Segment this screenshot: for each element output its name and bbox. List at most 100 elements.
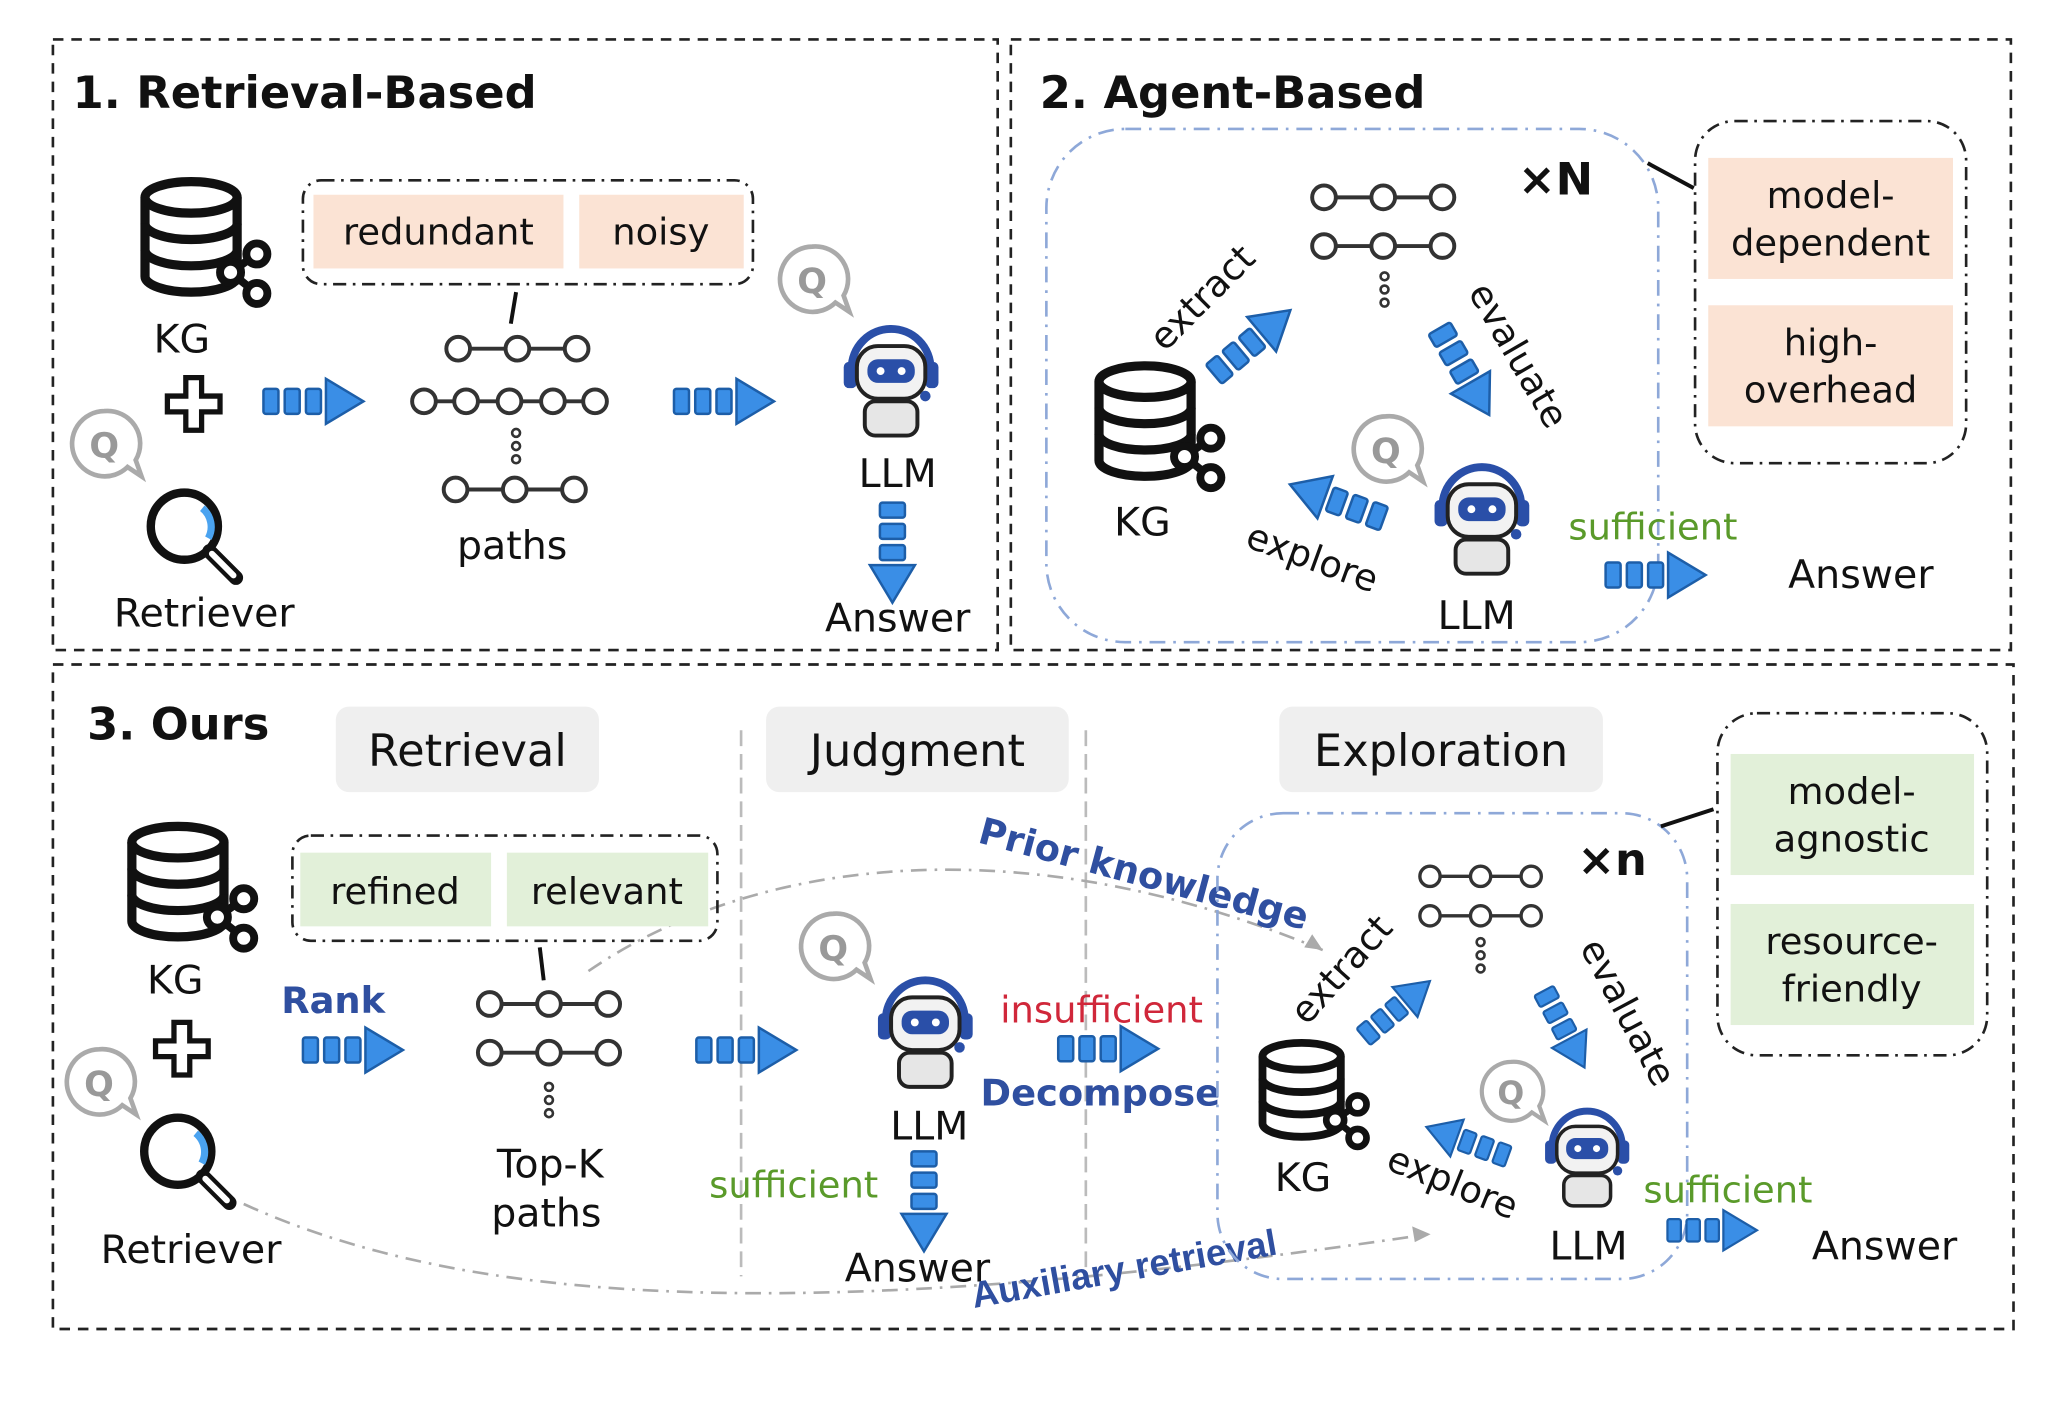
tag-label: friendly xyxy=(1782,967,1922,1010)
path-chain xyxy=(441,475,588,504)
connector-line xyxy=(508,291,519,325)
tag-label: overhead xyxy=(1744,369,1917,412)
repeat-label: ×N xyxy=(1518,153,1593,206)
tag-label: redundant xyxy=(343,211,534,254)
question-bubble-icon xyxy=(67,1049,136,1114)
path-chain xyxy=(1417,864,1544,889)
arrow-right-icon xyxy=(301,1025,405,1075)
llm-robot-icon xyxy=(1435,467,1530,574)
panel-title: 2. Agent-Based xyxy=(1040,66,1426,119)
retriever-label: Retriever xyxy=(114,590,296,636)
stage-retrieval xyxy=(335,706,599,793)
question-bubble-icon xyxy=(1354,416,1423,481)
llm-robot-icon xyxy=(878,980,973,1087)
tag-refined xyxy=(300,852,492,927)
tag-label: model- xyxy=(1788,770,1916,813)
prior-knowledge-curve xyxy=(587,868,1324,973)
path-chain xyxy=(1310,232,1457,260)
rank-label: Rank xyxy=(281,979,386,1022)
kg-database-icon xyxy=(145,182,267,304)
tag-label: model- xyxy=(1767,174,1895,217)
tag-label: dependent xyxy=(1731,221,1930,264)
path-chain xyxy=(475,1038,623,1067)
llm-label: LLM xyxy=(859,451,937,497)
ellipsis-dots xyxy=(543,1081,555,1119)
tag-label: high- xyxy=(1784,321,1878,364)
answer-label: Answer xyxy=(825,596,971,642)
question-bubble-icon xyxy=(72,411,141,476)
repeat-label: ×n xyxy=(1578,833,1647,886)
tag-label: resource- xyxy=(1765,920,1938,963)
arrow-evaluate-icon xyxy=(1525,980,1603,1078)
tag-box xyxy=(1716,711,1989,1057)
curve-arrowhead xyxy=(1412,1226,1431,1243)
arrow-right-icon xyxy=(262,377,365,426)
evaluate-label: evaluate xyxy=(1460,275,1577,435)
stage-label: Retrieval xyxy=(368,724,567,777)
tag-label: refined xyxy=(330,870,460,913)
ellipsis-dots xyxy=(510,427,522,465)
decompose-label: Decompose xyxy=(981,1071,1221,1114)
kg-label: KG xyxy=(147,957,203,1003)
kg-label: KG xyxy=(1114,500,1170,546)
llm-label: LLM xyxy=(1549,1223,1627,1269)
topk-label: paths xyxy=(491,1190,601,1236)
tag-label: noisy xyxy=(612,211,709,254)
retriever-label: Retriever xyxy=(101,1227,283,1273)
stage-judgment xyxy=(766,706,1069,793)
kg-database-icon xyxy=(1262,1043,1366,1147)
question-bubble-icon xyxy=(780,246,849,311)
arrow-down-icon xyxy=(868,501,917,604)
panel-title: 1. Retrieval-Based xyxy=(73,66,537,119)
answer-label: Answer xyxy=(1812,1223,1958,1269)
sufficient-label: sufficient xyxy=(1643,1169,1812,1212)
arrow-down-icon xyxy=(900,1150,948,1253)
tag-relevant xyxy=(506,852,709,927)
explore-label: explore xyxy=(1241,514,1384,601)
retriever-magnifier-icon xyxy=(151,493,236,578)
answer-label: Answer xyxy=(845,1246,991,1292)
tag-high-overhead xyxy=(1708,305,1953,427)
panel-ours: 3. Ours Retrieval Judgment Exploration K… xyxy=(51,663,2015,1331)
topk-label: Top-K xyxy=(496,1142,605,1188)
ellipsis-dots xyxy=(1475,936,1486,974)
kg-label: KG xyxy=(154,317,210,363)
tag-model-dependent xyxy=(1708,157,1953,279)
tag-redundant xyxy=(313,194,564,269)
arrow-right-icon xyxy=(672,377,776,426)
agent-loop-box xyxy=(1045,127,1660,644)
path-chain xyxy=(1310,183,1457,212)
evaluate-label: evaluate xyxy=(1571,931,1684,1093)
ellipsis-dots xyxy=(1379,271,1390,308)
stage-label: Judgment xyxy=(807,724,1025,777)
retriever-magnifier-icon xyxy=(144,1118,229,1203)
question-bubble-icon xyxy=(801,914,870,979)
arrow-right-icon xyxy=(1666,1208,1759,1252)
panel-border xyxy=(51,38,999,652)
panel-border xyxy=(51,663,2015,1331)
tag-box xyxy=(291,834,719,943)
llm-label: LLM xyxy=(1438,593,1516,639)
panel-agent-based: 2. Agent-Based ×N model- dependent high-… xyxy=(1009,38,2013,652)
arrow-extract-icon xyxy=(1349,965,1444,1053)
panel-title: 3. Ours xyxy=(87,698,269,751)
tag-label: agnostic xyxy=(1774,817,1930,860)
question-bubble-icon xyxy=(1482,1062,1545,1121)
paths-label: paths xyxy=(457,523,567,569)
kg-label: KG xyxy=(1275,1155,1331,1201)
insufficient-label: insufficient xyxy=(1000,988,1203,1031)
path-chain xyxy=(475,990,623,1018)
sufficient-label: sufficient xyxy=(709,1163,878,1206)
connector-line xyxy=(1660,807,1715,829)
panel-border xyxy=(1009,38,2013,652)
plus-icon xyxy=(167,378,220,431)
connector-line xyxy=(537,947,546,981)
path-chain xyxy=(1417,903,1544,928)
plus-icon xyxy=(156,1022,209,1075)
arrow-right-icon xyxy=(1604,550,1708,600)
tag-resource-friendly xyxy=(1730,903,1975,1026)
path-chain xyxy=(444,334,591,363)
sufficient-label: sufficient xyxy=(1568,505,1737,548)
tag-model-agnostic xyxy=(1730,753,1975,876)
